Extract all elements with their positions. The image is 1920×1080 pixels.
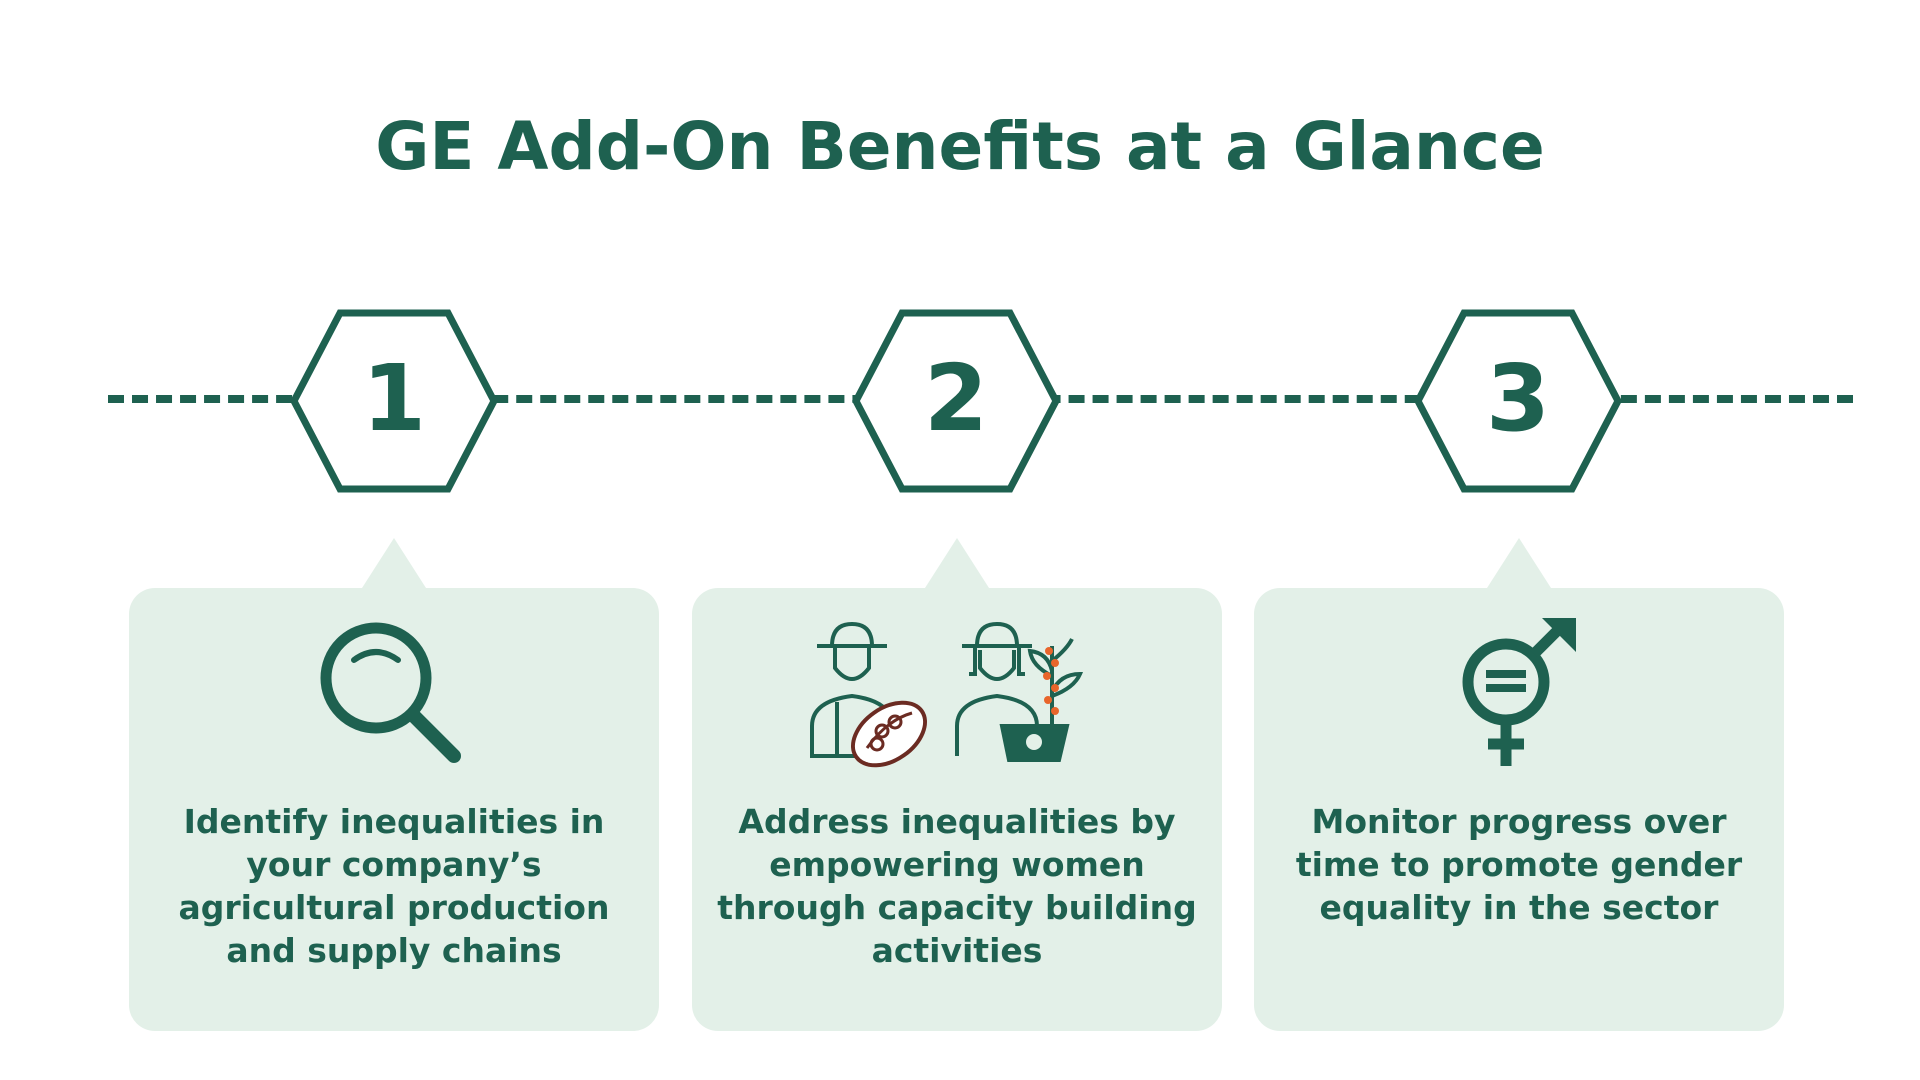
step-2-hexagon: 2 bbox=[850, 309, 1062, 493]
step-2-description: Address inequalities by empowering women… bbox=[717, 802, 1197, 970]
step-1-card: Identify inequalities in your company’s … bbox=[129, 538, 659, 1031]
step-1-hexagon: 1 bbox=[288, 309, 500, 493]
magnifying-glass-icon bbox=[129, 616, 659, 771]
gender-equality-icon bbox=[1254, 616, 1784, 771]
step-number: 2 bbox=[923, 345, 988, 452]
page-title: GE Add-On Benefits at a Glance bbox=[375, 108, 1545, 185]
step-number: 1 bbox=[361, 345, 426, 452]
step-3-description: Monitor progress over time to promote ge… bbox=[1295, 802, 1743, 927]
card-pointer bbox=[1487, 538, 1551, 588]
card-pointer bbox=[925, 538, 989, 588]
farmers-icon bbox=[692, 616, 1222, 771]
card-pointer bbox=[362, 538, 426, 588]
step-2-card: Address inequalities by empowering women… bbox=[692, 538, 1222, 1031]
step-3-hexagon: 3 bbox=[1412, 309, 1624, 493]
step-1-description: Identify inequalities in your company’s … bbox=[178, 802, 610, 970]
step-3-card: Monitor progress over time to promote ge… bbox=[1254, 538, 1784, 1031]
step-number: 3 bbox=[1485, 345, 1550, 452]
